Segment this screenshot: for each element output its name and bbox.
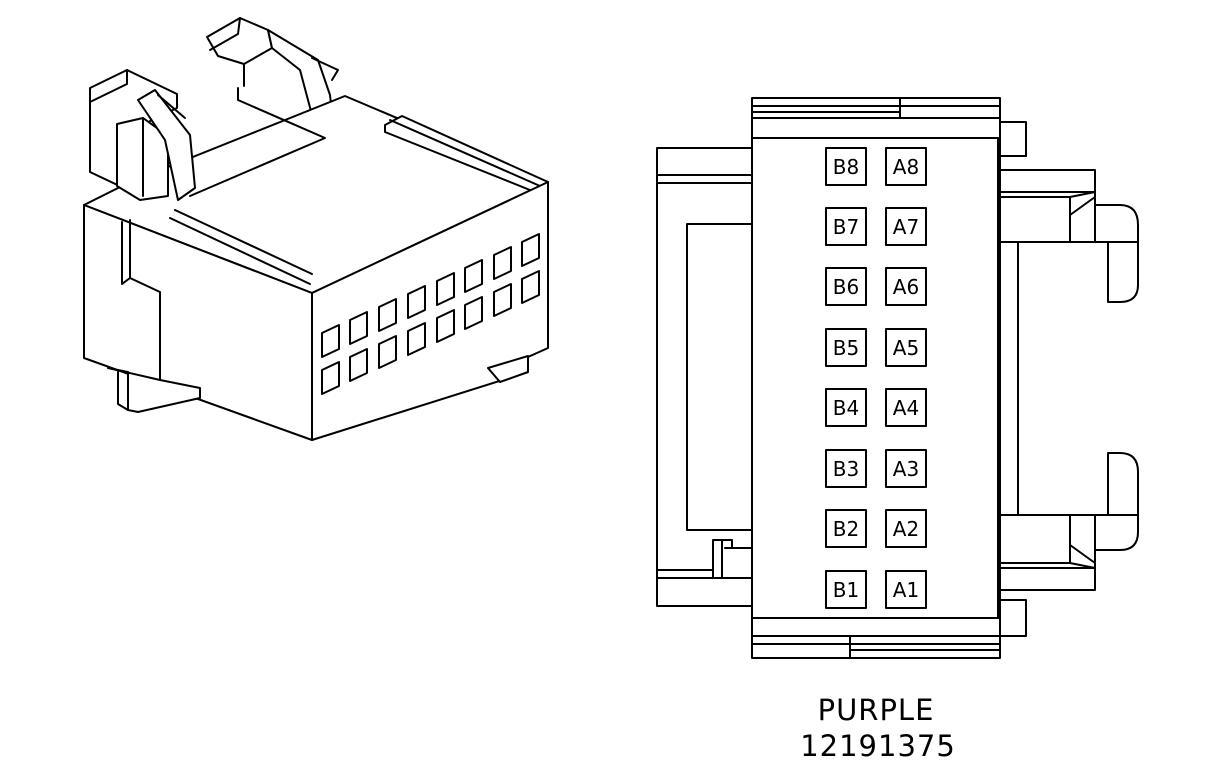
front-cavity-grid [321,233,540,395]
cavity-label: B7 [833,215,859,239]
cavity-b6: B6 [825,267,867,306]
cavity-a1: A1 [885,570,927,609]
connector-color-label: PURPLE [818,693,935,727]
cavity-a3: A3 [885,449,927,488]
connector-isometric-view [83,17,549,441]
cavity-label: A1 [893,578,919,602]
cavity-label: B6 [833,275,859,299]
cavity-b8: B8 [825,147,867,186]
left-wing [656,147,753,607]
cavity-b5: B5 [825,328,867,367]
cavity-b2: B2 [825,509,867,548]
cavity-label: B5 [833,336,859,360]
cavity-label: A3 [893,457,919,481]
cavity-a7: A7 [885,207,927,246]
cavity-a6: A6 [885,267,927,306]
cavity-label: B4 [833,396,859,420]
cavity-a5: A5 [885,328,927,367]
cavity-label: B2 [833,517,859,541]
connector-front-view: B8 A8 B7 A7 B6 A6 B5 A5 B4 A4 B3 A3 B2 A… [656,97,1139,659]
cavity-label: A4 [893,396,919,420]
cavity-label: A2 [893,517,919,541]
cavity-label: B8 [833,155,859,179]
cavity-a2: A2 [885,509,927,548]
cavity-label: A6 [893,275,919,299]
connector-side-face [83,204,313,441]
cavity-a8: A8 [885,147,927,186]
main-housing [751,117,1001,637]
cavity-a4: A4 [885,388,927,427]
cavity-grid: B8 A8 B7 A7 B6 A6 B5 A5 B4 A4 B3 A3 B2 A… [825,147,927,609]
cavity-label: A8 [893,155,919,179]
connector-part-number: 12191375 [800,729,956,763]
cavity-b1: B1 [825,570,867,609]
cavity-label: B3 [833,457,859,481]
cavity-label: A7 [893,215,919,239]
latch-block [89,69,196,201]
cavity-label: B1 [833,578,859,602]
cavity-b7: B7 [825,207,867,246]
cavity-b4: B4 [825,388,867,427]
housing-flanges [751,97,1027,659]
cavity-label: A5 [893,336,919,360]
right-latch-arms [999,169,1139,591]
cavity-b3: B3 [825,449,867,488]
